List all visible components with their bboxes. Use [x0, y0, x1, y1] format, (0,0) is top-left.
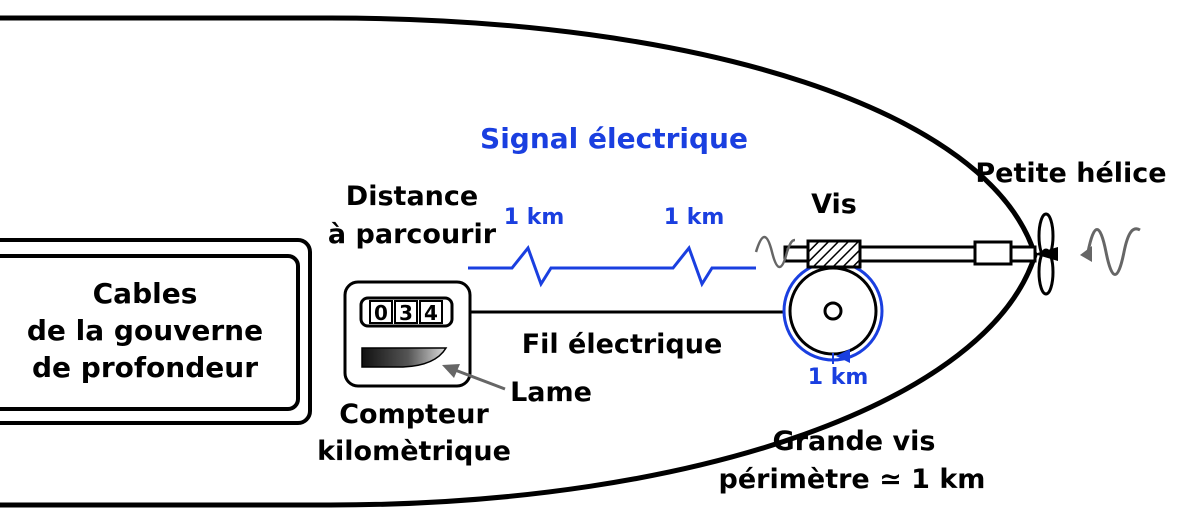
- signal-wave: [468, 244, 756, 288]
- wave-left: [754, 235, 796, 269]
- grande-vis-label: Grande vis: [773, 426, 936, 457]
- vis-label: Vis: [811, 189, 857, 220]
- helice-label: Petite hélice: [975, 158, 1166, 189]
- counter-digit: 0: [374, 301, 388, 325]
- counter-digit: 3: [399, 301, 413, 325]
- lame-label: Lame: [510, 377, 592, 408]
- cables-label: de profondeur: [32, 351, 258, 384]
- compteur-label: Compteur: [339, 399, 489, 430]
- cables-label: Cables: [93, 277, 198, 310]
- signal-label: Signal électrique: [480, 122, 748, 155]
- km-label: 1 km: [504, 205, 565, 230]
- km-label: 1 km: [664, 205, 725, 230]
- lame-arrow: [442, 364, 506, 391]
- compteur-label: kilomètrique: [317, 436, 511, 467]
- km-wheel-label: 1 km: [808, 365, 869, 390]
- distance-label: à parcourir: [328, 219, 497, 250]
- grande-vis-label: périmètre ≃ 1 km: [719, 464, 986, 495]
- cables-label: de la gouverne: [27, 314, 263, 347]
- propeller-icon: [1034, 212, 1058, 296]
- fil-label: Fil électrique: [522, 329, 723, 360]
- counter-device: 0 3 4: [343, 280, 472, 388]
- blade: [361, 347, 448, 368]
- cables-box: [0, 238, 312, 425]
- small-screw: [806, 239, 862, 269]
- wave-right: [1080, 227, 1141, 276]
- big-screw-wheel: [782, 260, 884, 364]
- distance-label: Distance: [346, 181, 478, 212]
- counter-digit: 4: [424, 301, 438, 325]
